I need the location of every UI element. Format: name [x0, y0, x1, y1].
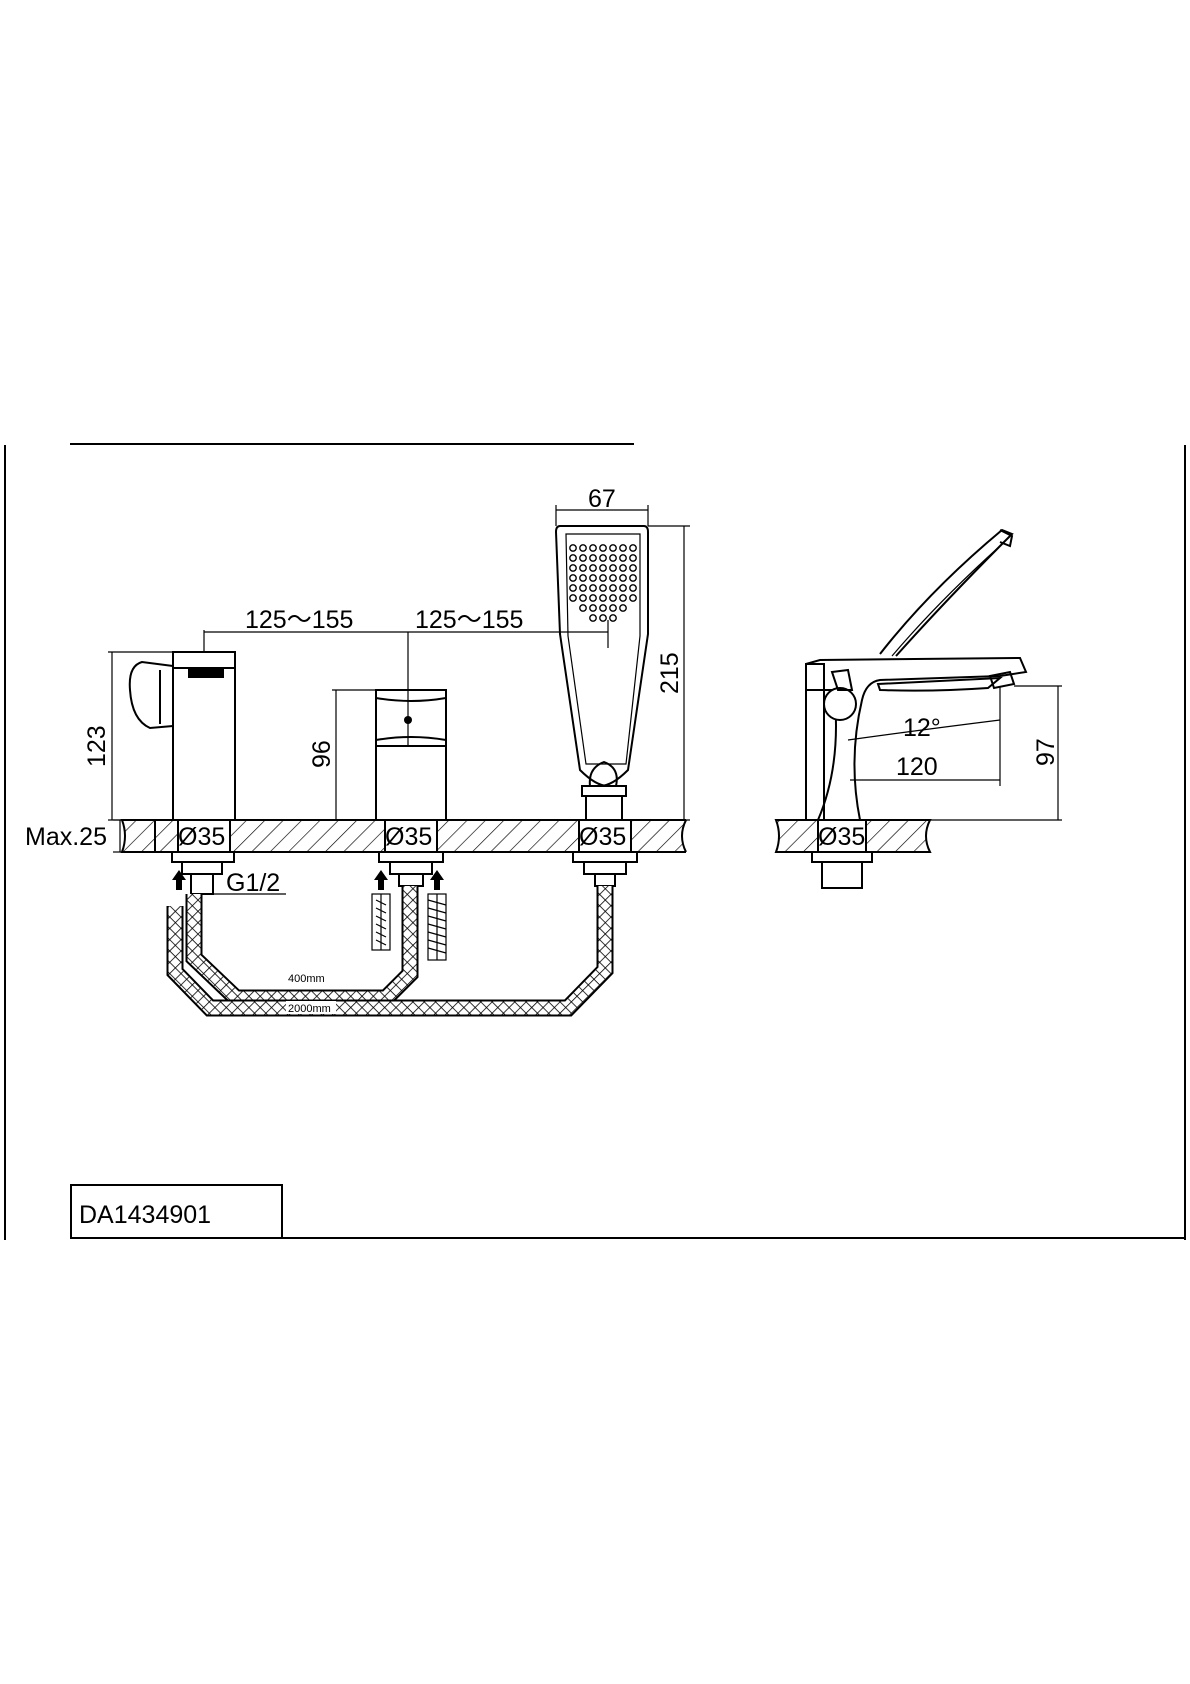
spray-nozzle — [619, 584, 627, 592]
spout-height-dimension: 123 — [83, 651, 173, 821]
title-block: DA1434901 — [70, 1184, 283, 1239]
spray-nozzle — [599, 604, 607, 612]
deck-max-label: Max.25 — [25, 823, 107, 851]
hole-diameter-2: Ø35 — [385, 823, 432, 851]
spray-nozzle — [569, 554, 577, 562]
inlet-hoses — [172, 870, 447, 961]
hole-diameter-4: Ø35 — [818, 823, 865, 851]
spray-nozzle — [609, 544, 617, 552]
thread-callout: G1/2 — [212, 869, 286, 897]
model-code: DA1434901 — [79, 1201, 211, 1229]
spray-nozzle — [599, 614, 607, 622]
spray-nozzle — [579, 544, 587, 552]
spray-nozzle — [579, 594, 587, 602]
spray-nozzle — [599, 544, 607, 552]
mixer-height-dimension: 96 — [308, 689, 376, 820]
spray-nozzle — [629, 584, 637, 592]
spray-nozzle — [599, 574, 607, 582]
handshower-width-dimension: 67 — [555, 485, 649, 526]
spray-nozzle — [619, 594, 627, 602]
spray-nozzle — [589, 594, 597, 602]
spray-nozzle — [609, 604, 617, 612]
mixer-height-label: 96 — [308, 740, 336, 768]
spout-body — [128, 651, 236, 821]
mixer-body — [375, 632, 447, 821]
hole-diameter-labels: Ø35 Ø35 Ø35 Ø35 — [178, 823, 865, 851]
hole-diameter-1: Ø35 — [178, 823, 225, 851]
spray-nozzle — [629, 564, 637, 572]
spray-nozzle — [619, 564, 627, 572]
spout-height-label: 123 — [83, 725, 111, 767]
spray-nozzle — [579, 604, 587, 612]
spray-nozzle — [599, 554, 607, 562]
spray-nozzle — [579, 574, 587, 582]
spray-nozzle — [619, 554, 627, 562]
spray-nozzle — [609, 584, 617, 592]
hose-short-label: 400mm — [288, 973, 325, 985]
spray-nozzle — [589, 584, 597, 592]
spray-nozzle — [629, 554, 637, 562]
spray-nozzle-grid — [569, 544, 637, 622]
hose-long-label: 2000mm — [288, 1003, 331, 1015]
spray-nozzle — [609, 614, 617, 622]
spray-nozzle — [619, 574, 627, 582]
handshower-height-label: 215 — [656, 652, 684, 694]
spray-nozzle — [569, 544, 577, 552]
deck-section-side — [774, 819, 932, 853]
spray-nozzle — [589, 574, 597, 582]
side-view-dimensions: 97 120 12° — [847, 685, 1062, 821]
spacing-2-label: 125～155 — [415, 606, 523, 634]
spray-nozzle — [599, 594, 607, 602]
drawing-frame — [4, 443, 1186, 1240]
spout-reach-label: 120 — [896, 753, 938, 781]
spray-nozzle — [589, 554, 597, 562]
spray-nozzle — [609, 554, 617, 562]
spray-nozzle — [579, 554, 587, 562]
spacing-dimensions: 125～155 125～155 — [203, 606, 609, 652]
spray-nozzle — [589, 564, 597, 572]
spray-nozzle — [589, 544, 597, 552]
spray-nozzle — [609, 564, 617, 572]
spray-nozzle — [619, 544, 627, 552]
spray-nozzle — [629, 574, 637, 582]
spray-nozzle — [569, 594, 577, 602]
handshower-height-dimension: 215 — [640, 525, 690, 821]
spout-angle-label: 12° — [903, 714, 941, 742]
hand-shower — [554, 525, 649, 821]
under-deck-fittings — [171, 851, 873, 895]
spray-nozzle — [569, 574, 577, 582]
spray-nozzle — [589, 604, 597, 612]
spray-nozzle — [629, 594, 637, 602]
spray-nozzle — [609, 594, 617, 602]
spray-nozzle — [599, 564, 607, 572]
spray-nozzle — [609, 574, 617, 582]
supply-hoses: 400mm 2000mm — [166, 886, 614, 1017]
spacing-1-label: 125～155 — [245, 606, 353, 634]
spray-nozzle — [579, 564, 587, 572]
side-view — [805, 528, 1028, 821]
spray-nozzle — [629, 544, 637, 552]
spray-nozzle — [569, 564, 577, 572]
spray-nozzle — [619, 604, 627, 612]
handshower-width-label: 67 — [588, 485, 616, 513]
thread-label: G1/2 — [226, 869, 280, 897]
deck-thickness-dimension: Max.25 — [25, 819, 128, 853]
spray-nozzle — [589, 614, 597, 622]
spray-nozzle — [599, 584, 607, 592]
spray-nozzle — [569, 584, 577, 592]
hole-diameter-3: Ø35 — [579, 823, 626, 851]
spray-nozzle — [579, 584, 587, 592]
side-height-label: 97 — [1032, 738, 1060, 766]
